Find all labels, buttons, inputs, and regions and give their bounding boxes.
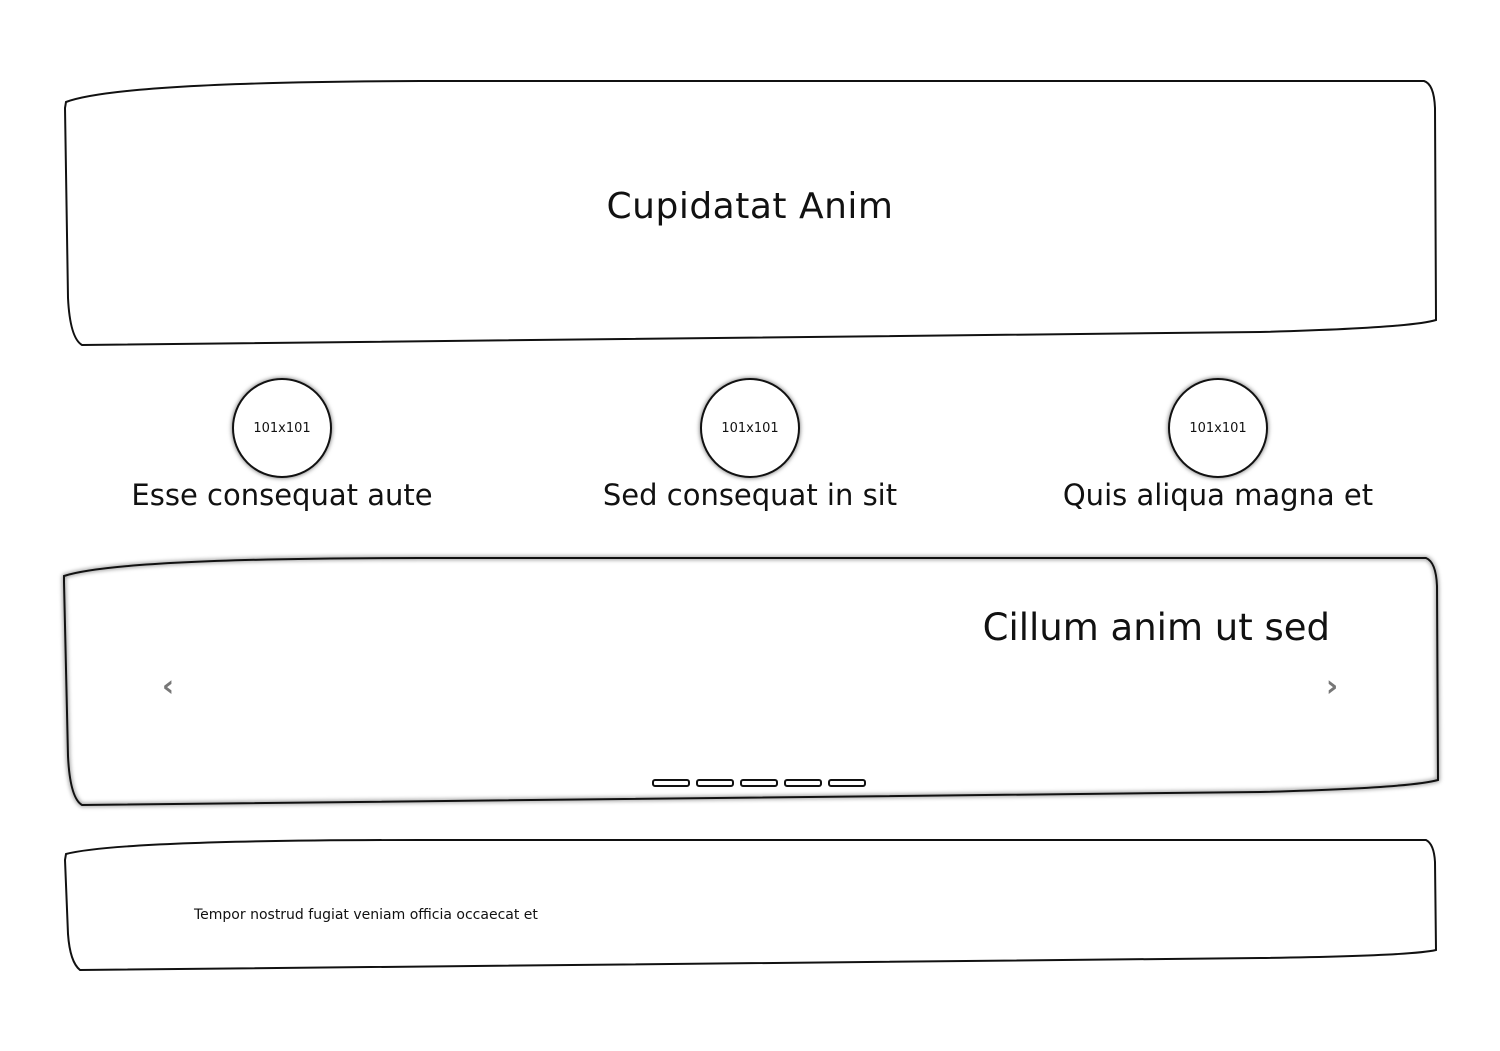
hero-banner: Cupidatat Anim	[60, 78, 1440, 348]
page-title: Cupidatat Anim	[606, 186, 894, 227]
chevron-left-icon: ‹	[161, 669, 175, 704]
feature-image-placeholder: 101x101	[1168, 378, 1268, 478]
feature-label: Esse consequat aute	[131, 478, 433, 512]
footer-text: Tempor nostrud fugiat veniam officia occ…	[194, 907, 538, 923]
chevron-right-icon: ›	[1325, 669, 1339, 704]
feature-label: Quis aliqua magna et	[1062, 478, 1374, 512]
carousel[interactable]: Cillum anim ut sed ‹ ›	[60, 556, 1440, 808]
carousel-indicator[interactable]	[740, 779, 778, 787]
carousel-prev-button[interactable]: ‹	[156, 670, 180, 704]
hero-border	[63, 80, 1438, 347]
feature-item: 101x101 Quis aliqua magna et	[1038, 378, 1398, 528]
carousel-border	[62, 556, 1440, 807]
footer-border	[63, 839, 1438, 972]
carousel-indicator[interactable]	[784, 779, 822, 787]
carousel-indicator[interactable]	[696, 779, 734, 787]
feature-label: Sed consequat in sit	[602, 478, 898, 512]
carousel-next-button[interactable]: ›	[1320, 670, 1344, 704]
carousel-caption: Cillum anim ut sed	[982, 606, 1330, 649]
feature-image-placeholder: 101x101	[700, 378, 800, 478]
carousel-indicator[interactable]	[828, 779, 866, 787]
feature-item: 101x101 Esse consequat aute	[102, 378, 462, 528]
footer: Tempor nostrud fugiat veniam officia occ…	[60, 838, 1440, 972]
feature-image-placeholder: 101x101	[232, 378, 332, 478]
carousel-indicator[interactable]	[652, 779, 690, 787]
carousel-indicators	[652, 779, 866, 787]
feature-item: 101x101 Sed consequat in sit	[570, 378, 930, 528]
